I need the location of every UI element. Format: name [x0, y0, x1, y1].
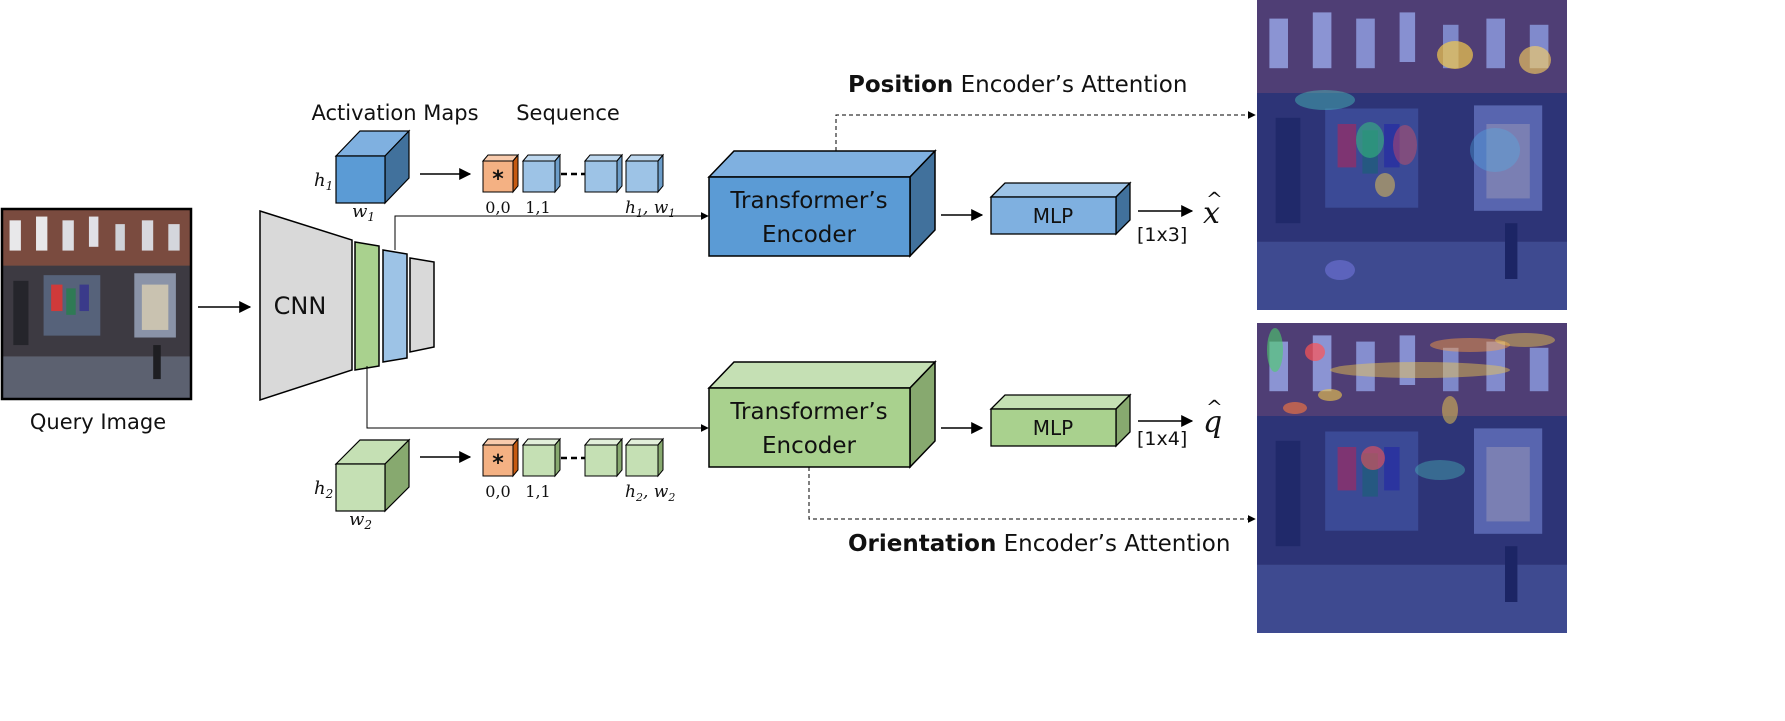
position-encoder-label-line1: Transformer’s	[729, 188, 887, 214]
sequence-token-a-bottom	[583, 437, 624, 478]
index-1-1-top: 1,1	[525, 198, 550, 217]
w2-label: w2	[349, 509, 372, 532]
star-token-label-1: *	[492, 167, 504, 192]
position-output-hat: ^	[1206, 187, 1223, 211]
position-attention-dashed-arrow	[835, 111, 1256, 151]
sequence-token-star-1	[481, 153, 520, 194]
orientation-output-q: q	[1203, 405, 1222, 440]
index-1-1-bottom: 1,1	[525, 482, 550, 501]
position-output-x: x	[1203, 196, 1220, 231]
cnn-feature-green	[354, 241, 380, 371]
sequence-token-1-1-bottom	[521, 437, 562, 478]
position-encoder-box	[707, 149, 937, 258]
activation-map-cube-2	[334, 438, 411, 513]
sequence-token-last-bottom	[624, 437, 665, 478]
activation-map-cube-1	[334, 129, 411, 205]
cnn-label: CNN	[274, 292, 327, 320]
cnn-feature-blue	[382, 249, 408, 363]
cnn-block	[259, 209, 353, 402]
index-0-0-bottom: 0,0	[485, 482, 510, 501]
position-encoder-label-line2: Encoder	[762, 222, 857, 248]
orientation-output-hat: ^	[1206, 395, 1223, 419]
sequence-token-a-top	[583, 153, 624, 194]
orientation-encoder-box	[707, 360, 937, 469]
orientation-attention-title: Orientation Encoder’s Attention	[848, 531, 1230, 557]
cnn-feature-gray	[409, 257, 435, 353]
position-attention-title: Position Encoder’s Attention	[848, 72, 1187, 98]
query-image-caption: Query Image	[30, 410, 166, 434]
query-image	[0, 207, 193, 401]
index-0-0-top: 0,0	[485, 198, 510, 217]
h1-label: h1	[314, 170, 333, 193]
position-mlp-box	[989, 181, 1132, 236]
orientation-output-dim: [1x4]	[1137, 428, 1187, 450]
sequence-token-last-top	[624, 153, 665, 194]
sequence-token-star-2	[481, 437, 520, 478]
index-last-top: h1, w1	[625, 198, 675, 220]
orientation-mlp-label: MLP	[1033, 416, 1073, 440]
sequence-token-1-1-top	[521, 153, 562, 194]
w1-label: w1	[352, 201, 375, 224]
h2-label: h2	[314, 478, 333, 501]
orientation-encoder-label-line2: Encoder	[762, 433, 857, 459]
cnn-to-orientation-encoder-arrow	[366, 366, 709, 432]
position-mlp-label: MLP	[1033, 204, 1073, 228]
orientation-encoder-label-line1: Transformer’s	[729, 399, 887, 425]
activation-maps-title: Activation Maps	[311, 101, 478, 125]
star-token-label-2: *	[492, 451, 504, 476]
orientation-attention-heatmap	[1257, 323, 1567, 633]
sequence-title: Sequence	[516, 101, 620, 125]
orientation-attention-dashed-arrow	[808, 467, 1256, 523]
cnn-to-position-encoder-arrow	[394, 212, 709, 250]
index-last-bottom: h2, w2	[625, 482, 675, 504]
orientation-mlp-box	[989, 393, 1132, 448]
position-output-dim: [1x3]	[1137, 224, 1187, 246]
position-attention-heatmap	[1257, 0, 1567, 310]
